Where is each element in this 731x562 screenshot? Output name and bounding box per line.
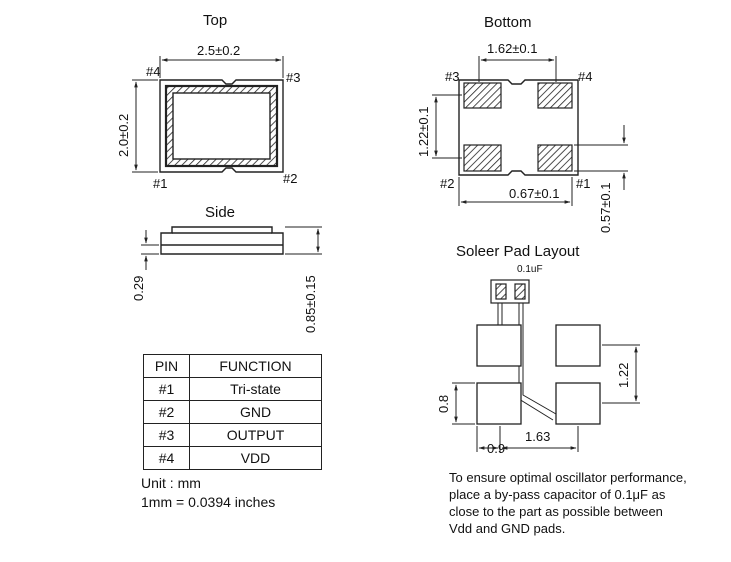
unit-line-2: 1mm = 0.0394 inches [141,494,276,510]
solder-pad-2 [476,382,522,425]
bottom-pad-4 [537,82,573,109]
bottom-pin3-label: #3 [445,69,460,84]
table-row: #4 VDD [143,446,322,470]
solder-pad-4 [555,324,601,367]
bypass-capacitor-note: To ensure optimal oscillator performance… [449,470,687,536]
table-header-function: FUNCTION [189,354,322,378]
side-total-height-label: 0.85±0.15 [303,275,318,333]
top-height-dimension [132,79,158,173]
bottom-pin1-label: #1 [576,176,591,191]
solder-spacing-x-label: 1.63 [525,429,551,444]
side-view-title: Side [205,204,236,221]
pin-function-table: PIN FUNCTION #1 Tri-state #2 GND #3 OUTP… [143,354,322,470]
bottom-pad-height-label: 0.57±0.1 [598,182,613,233]
top-width-dimension [159,56,284,78]
bottom-pad-1 [537,144,573,172]
bottom-view-package [458,79,579,176]
side-total-height-dimension [285,226,322,255]
table-row: #3 OUTPUT [143,423,322,447]
bottom-spacing-y-dimension [432,94,462,159]
solder-spacing-y-dimension [602,344,640,404]
bottom-pad-width-dimension [458,177,573,206]
bottom-spacing-y-label: 1.22±0.1 [416,106,431,157]
side-base-height-dimension [141,230,159,270]
bottom-spacing-x-label: 1.62±0.1 [487,41,538,56]
capacitor-label: 0.1uF [517,264,543,275]
top-pin2-label: #2 [283,171,298,186]
solder-pad-size-label: 0.8 [436,394,451,413]
table-header-row: PIN FUNCTION [143,354,322,378]
capacitor-pad-left [495,283,507,300]
side-view-package [160,226,284,255]
capacitor-pad-right [514,283,526,300]
solder-pad-width-label: 0.9 [487,441,506,456]
table-row: #1 Tri-state [143,377,322,401]
bottom-pin4-label: #4 [578,69,593,84]
table-header-pin: PIN [143,354,190,378]
solder-pad-1 [555,382,601,425]
table-cell-function: GND [189,400,322,424]
bottom-pad-3 [463,82,502,109]
table-cell-pin: #4 [143,446,190,470]
bottom-pad-width-label: 0.67±0.1 [509,186,560,201]
bottom-spacing-x-dimension [478,56,557,82]
top-pin1-label: #1 [153,176,168,191]
top-width-label: 2.5±0.2 [197,43,241,58]
bottom-view-title: Bottom [484,14,532,31]
top-pin4-label: #4 [146,64,161,79]
table-row: #2 GND [143,400,322,424]
table-cell-function: VDD [189,446,322,470]
solder-pad-size-dimension [452,382,475,425]
side-base-height-label: 0.29 [131,275,146,301]
top-view-package [159,79,284,173]
unit-note: Unit : mm 1mm = 0.0394 inches [141,474,275,512]
solder-pad-3 [476,324,522,367]
bottom-pin2-label: #2 [440,176,455,191]
table-cell-function: Tri-state [189,377,322,401]
top-view-title: Top [203,12,228,29]
table-cell-pin: #2 [143,400,190,424]
unit-line-1: Unit : mm [141,475,201,491]
table-cell-pin: #1 [143,377,190,401]
bottom-pad-2 [463,144,502,172]
top-height-label: 2.0±0.2 [116,113,131,157]
solder-spacing-y-label: 1.22 [616,362,631,388]
solder-spacing-x-dimension [476,426,579,452]
table-cell-function: OUTPUT [189,423,322,447]
top-pin3-label: #3 [286,70,301,85]
table-cell-pin: #3 [143,423,190,447]
bottom-pad-height-dimension [574,125,628,190]
solder-pad-title: Soleer Pad Layout [456,243,580,260]
